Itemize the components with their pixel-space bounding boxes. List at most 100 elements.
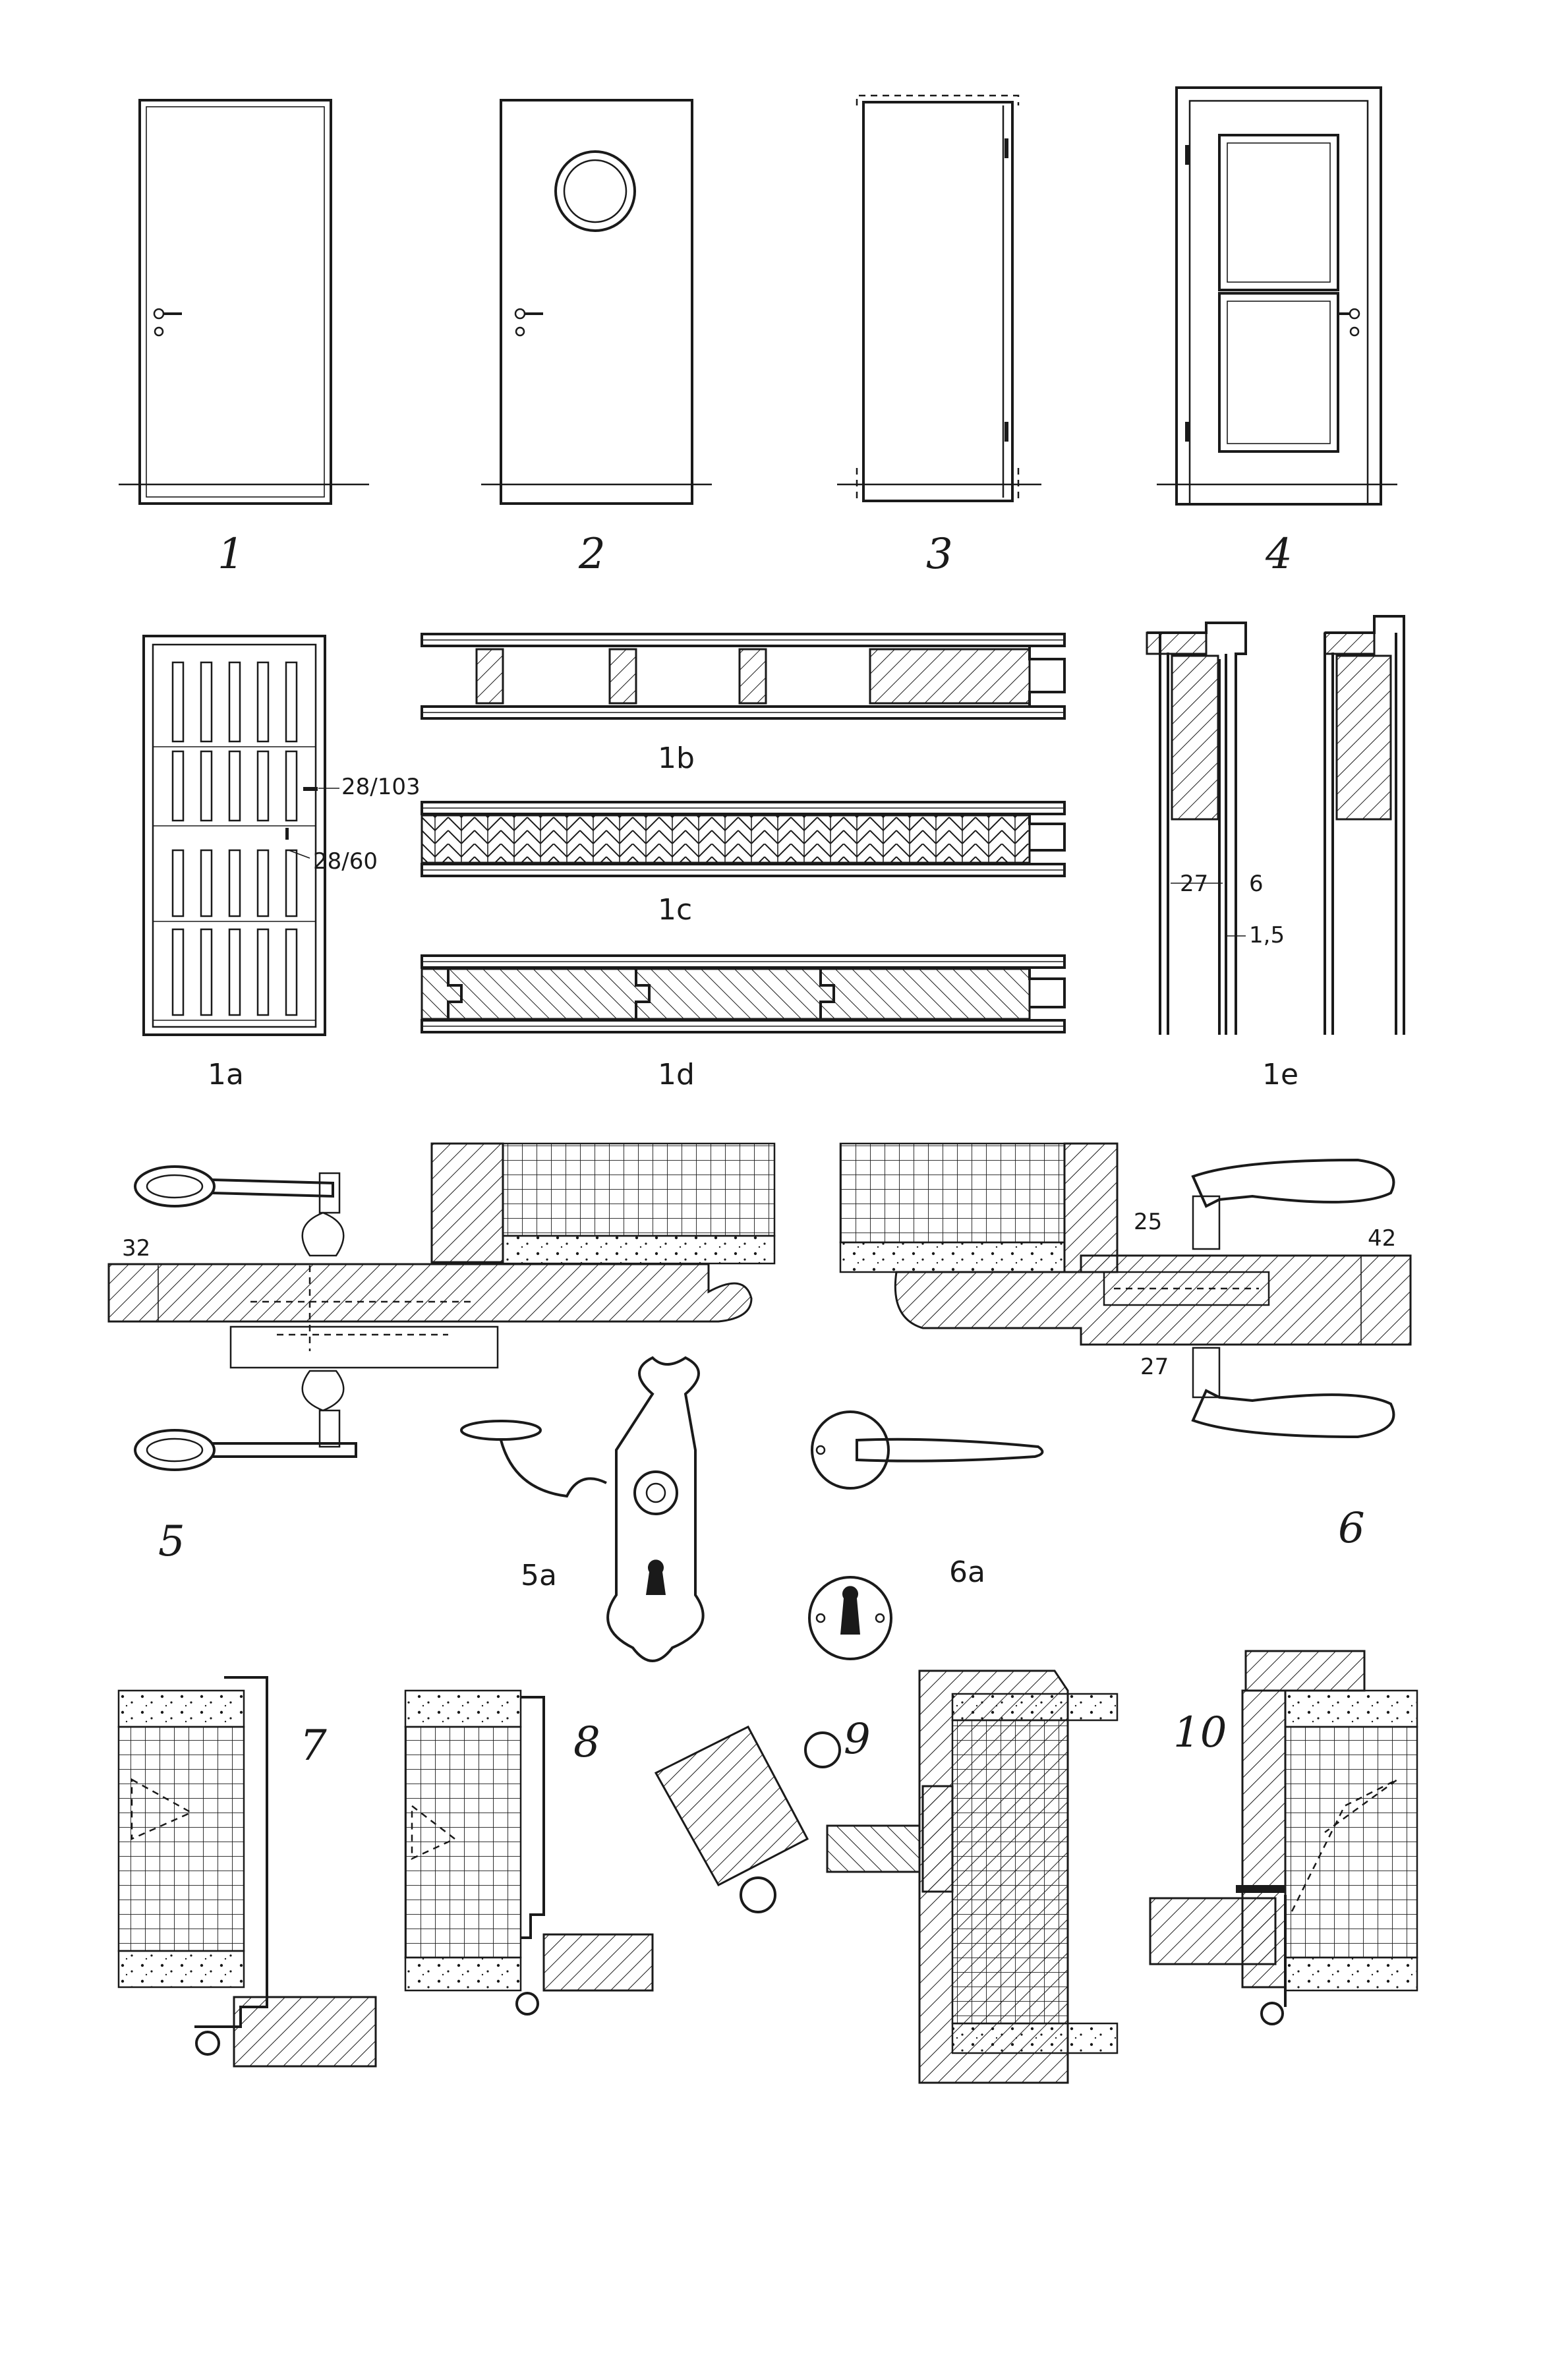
slat-marker [303,787,318,791]
anchor-dashed [1291,1778,1398,1912]
plaster-layer [951,2022,1119,2054]
escutcheon-plate [606,1356,705,1662]
figure-5a-decorative-handle: 5a [460,1356,705,1662]
door-leaf [138,99,332,505]
plaster-layer [117,1689,245,1728]
slat [285,750,298,822]
plaster-layer [839,1241,1066,1273]
slat [228,750,241,822]
screw-icon [875,1613,885,1623]
slat [228,928,241,1016]
dimension-27-lock: 27 [1140,1354,1169,1380]
dimension-42: 42 [1368,1225,1396,1252]
figure-label-7: 7 [300,1722,327,1770]
lever-handle [856,1437,1044,1463]
figure-6a-modern-hardware: 6a [808,1410,1044,1660]
figure-7-steel-frame-detail: 7 [117,1676,377,2068]
door-leaf-section [1149,1897,1277,1965]
lock-block [869,648,1031,705]
plaster-layer [1284,1689,1418,1728]
porthole-glass [563,159,627,223]
frame-jamb [826,1824,921,1873]
lever-handle-bottom [134,1409,357,1471]
slat [285,928,298,1016]
plaster-layer [117,1950,245,1988]
lever-handle-top [1191,1158,1395,1250]
figure-label-1d: 1d [658,1058,695,1091]
door-leaf-section [542,1933,654,1992]
slat [200,750,213,822]
knob-rose-top [301,1211,345,1257]
door-handle-icon [153,308,182,337]
hinge-icon [1185,145,1190,165]
hinge-knuckle [1260,2002,1284,2025]
figure-label-1e: 1e [1262,1058,1298,1091]
figure-10-concealed-frame-detail: 10 [1149,1650,1418,2025]
knob-head [460,1420,542,1441]
door-leaf [142,635,326,1036]
plaster-layer [951,1693,1119,1722]
dimension-27: 27 [1180,871,1208,897]
slat-marker [285,828,289,840]
masonry-wall [951,1719,1069,2025]
figure-label-10: 10 [1173,1708,1227,1757]
wall-frame [430,1142,504,1263]
slat [256,849,270,917]
core-rib [608,648,637,705]
slat [256,928,270,1016]
slat [200,661,213,743]
steel-frame-profile [521,1696,545,1939]
frame-stop [921,1785,954,1893]
edge-rebate [1028,633,1066,708]
figure-label-5: 5 [158,1517,185,1566]
edge-rebate [1028,815,1066,852]
figure-label-5a: 5a [521,1559,557,1592]
edge-profile-right [1324,615,1405,1035]
hinge-icon [1004,138,1008,158]
figure-3-frame-door: 3 [837,94,1041,579]
door-leaf [1188,100,1369,506]
slat [200,928,213,1016]
hinge-knuckle [740,1876,776,1913]
lever-rose [811,1410,890,1490]
figure-5-rim-lock-section: 32 5 [107,1142,776,1566]
frame-outline-dashed [856,94,1020,501]
lipping-block [1171,654,1219,821]
door-handle-icon [1337,308,1360,337]
masonry-wall [839,1142,1066,1244]
figure-label-1b: 1b [658,741,695,775]
screw-icon [815,1445,826,1455]
slat [285,661,298,743]
slat [171,661,185,743]
screw-icon [815,1613,826,1623]
figure-1a-batten-door: 28/103 28/60 1a [142,635,421,1091]
door-leaf-section [894,1254,1412,1346]
door-leaf-section [233,1996,377,2068]
slat [171,849,185,917]
mortise-lock-case [1103,1271,1270,1306]
hinge-knuckle [515,1992,539,2016]
dimension-28-103: 28/103 [341,774,421,800]
edge-rebate [1028,969,1066,1008]
dimension-1-5: 1,5 [1249,922,1285,948]
figure-label-2: 2 [578,530,606,579]
keyhole-rose [808,1576,892,1660]
lipping-block [1335,654,1392,821]
figure-label-1c: 1c [658,893,692,927]
dovetail-joints [447,969,835,1019]
slat [171,928,185,1016]
masonry-wall [404,1726,522,1959]
lever-handle-top [134,1165,341,1214]
masonry-wall [502,1142,776,1237]
masonry-wall [117,1726,245,1952]
architrave [1244,1650,1366,1692]
figure-1d-blockboard-section: 1d [421,954,1066,1091]
figure-label-6a: 6a [949,1555,985,1589]
door-handle-icon [514,308,543,337]
figure-label-1: 1 [218,530,245,579]
figure-1-plain-door: 1 [119,99,369,579]
blockboard-core [421,968,1031,1020]
rim-lock-case [229,1325,499,1369]
hinge-icon [1185,422,1190,442]
plaster-layer [404,1956,522,1992]
